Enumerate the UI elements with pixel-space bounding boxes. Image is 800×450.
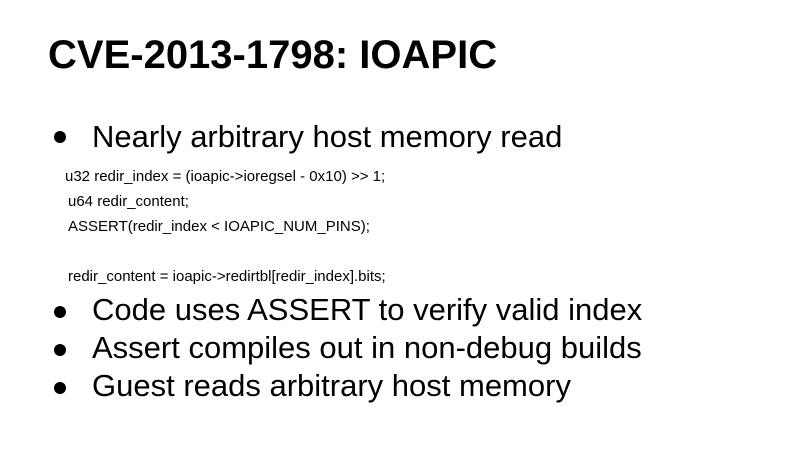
code-line: u32 redir_index = (ioapic->ioregsel - 0x…: [65, 168, 386, 185]
bullet-item: Guest reads arbitrary host memory: [54, 367, 642, 405]
bullet-text: Assert compiles out in non-debug builds: [92, 330, 642, 365]
code-line: ASSERT(redir_index < IOAPIC_NUM_PINS);: [68, 218, 370, 235]
bullet-icon: [54, 382, 66, 394]
lead-bullet-text: Nearly arbitrary host memory read: [92, 119, 563, 154]
bullet-list: Code uses ASSERT to verify valid index A…: [54, 291, 642, 405]
code-line: [65, 239, 386, 264]
bullet-icon: [54, 306, 66, 318]
bullet-icon: [54, 131, 66, 143]
bullet-icon: [54, 344, 66, 356]
code-snippet: u32 redir_index = (ioapic->ioregsel - 0x…: [65, 164, 386, 289]
slide-title: CVE-2013-1798: IOAPIC: [48, 33, 498, 77]
bullet-item: Code uses ASSERT to verify valid index: [54, 291, 642, 329]
code-line: redir_content = ioapic->redirtbl[redir_i…: [68, 268, 386, 285]
lead-bullet-item: Nearly arbitrary host memory read: [54, 117, 562, 157]
bullet-item: Assert compiles out in non-debug builds: [54, 329, 642, 367]
bullet-text: Guest reads arbitrary host memory: [92, 368, 571, 403]
code-line: u64 redir_content;: [68, 193, 189, 210]
bullet-text: Code uses ASSERT to verify valid index: [92, 292, 643, 327]
